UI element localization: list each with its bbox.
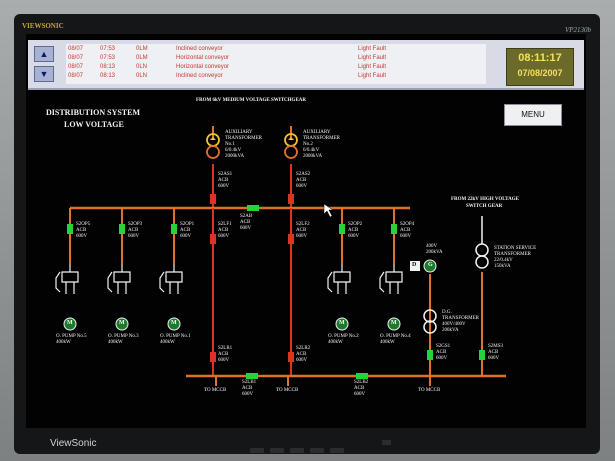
breaker-green-icons (67, 205, 485, 379)
generator-g-label: G (428, 262, 433, 268)
mccb-label-left: TO MCCB (204, 388, 227, 393)
monitor-logo: ViewSonic (50, 438, 97, 449)
dg-transformer-icon (423, 309, 437, 334)
motor-5-symbol: M (67, 320, 73, 326)
clock-date: 07/08/2007 (517, 68, 563, 78)
hv-source-line1: FROM 22kV HIGH VOLTAGE (451, 197, 519, 202)
transformer-2-icon (284, 133, 298, 159)
diagram-title-line1: DISTRIBUTION SYSTEM (46, 108, 141, 117)
mv-source-label: FROM 6kV MEDIUM VOLTAGE SWITCHGEAR (196, 98, 307, 103)
breaker-red-icons (210, 194, 294, 362)
motor-1-symbol: M (171, 320, 177, 326)
generator-icon (410, 259, 437, 273)
motor-3-symbol: M (119, 320, 125, 326)
generator-d-label: D (412, 262, 417, 268)
motor-2-symbol: M (339, 320, 345, 326)
power-button[interactable] (382, 440, 391, 445)
mouse-cursor-icon (323, 203, 334, 218)
mccb-label-right: TO MCCB (418, 388, 441, 393)
scroll-up-button[interactable]: ▲ (34, 46, 54, 62)
single-line-diagram (55, 126, 506, 386)
mccb-label-mid: TO MCCB (276, 388, 299, 393)
transformer-1-icon (206, 133, 220, 159)
station-transformer-icon (475, 243, 489, 269)
monitor-model: VP2130b (564, 26, 591, 34)
scroll-down-button[interactable]: ▼ (34, 66, 54, 82)
monitor-buttons[interactable] (250, 440, 360, 453)
clock-display: 08:11:17 07/08/2007 (506, 48, 574, 86)
pump-starter-icons (55, 264, 403, 294)
hv-source-line2: SWITCH GEAR (466, 204, 503, 209)
diagram-title-line2: LOW VOLTAGE (64, 120, 124, 129)
motor-4-symbol: M (391, 320, 397, 326)
monitor-brand: VIEWSONIC (22, 22, 64, 30)
clock-time: 08:11:17 (518, 52, 562, 64)
motor-icons (63, 317, 401, 331)
menu-button[interactable]: MENU (504, 104, 562, 126)
